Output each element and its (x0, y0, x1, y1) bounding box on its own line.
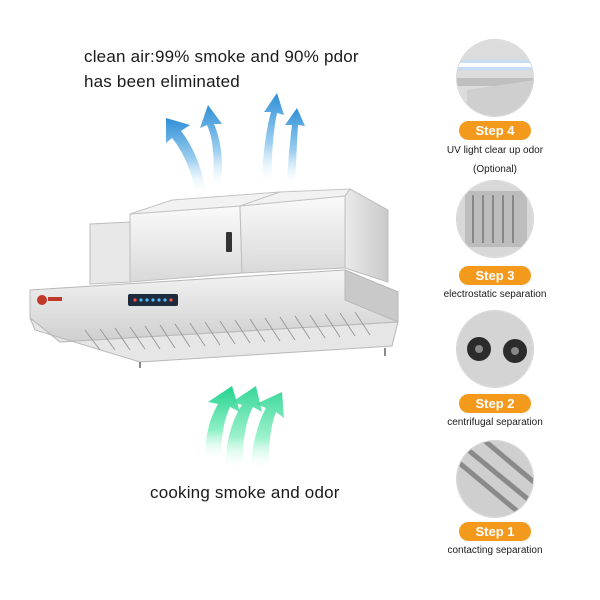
control-panel (128, 294, 178, 306)
step-3-caption: electrostatic separation (443, 289, 547, 300)
headline-line-2: has been eliminated (84, 72, 240, 91)
smoke-arrows (205, 386, 284, 470)
smoke-arrow (225, 386, 262, 470)
smoke-caption: cooking smoke and odor (150, 483, 340, 502)
step-2-caption: centrifugal separation (447, 417, 543, 428)
smoke-arrow (250, 392, 284, 470)
uv-lamp-icon (456, 39, 534, 117)
smoke-arrow (205, 386, 240, 460)
clean-air-arrow (200, 105, 222, 190)
step-4-badge: Step 4 (459, 121, 531, 140)
clean-air-arrow (262, 93, 284, 185)
clean-air-arrows (166, 93, 305, 195)
clean-air-arrow (285, 108, 305, 188)
hood-canopy (29, 269, 399, 368)
headline-line-1: clean air:99% smoke and 90% pdor (84, 47, 359, 66)
step-4-caption: UV light clear up odor (446, 145, 544, 156)
hood-upper-body (89, 188, 389, 285)
step-1-caption: contacting separation (447, 545, 543, 556)
step-2-badge: Step 2 (459, 394, 531, 413)
headline: clean air:99% smoke and 90% pdor has bee… (84, 44, 359, 94)
brand-logo (37, 295, 62, 305)
electrostatic-cell-icon (456, 180, 534, 258)
step-1-badge: Step 1 (459, 522, 531, 541)
step-3-badge: Step 3 (459, 266, 531, 285)
centrifugal-fan-icon (456, 310, 534, 388)
baffle-filter-icon (456, 440, 534, 518)
step-4-note: (Optional) (473, 164, 517, 175)
clean-air-arrow (166, 118, 206, 195)
